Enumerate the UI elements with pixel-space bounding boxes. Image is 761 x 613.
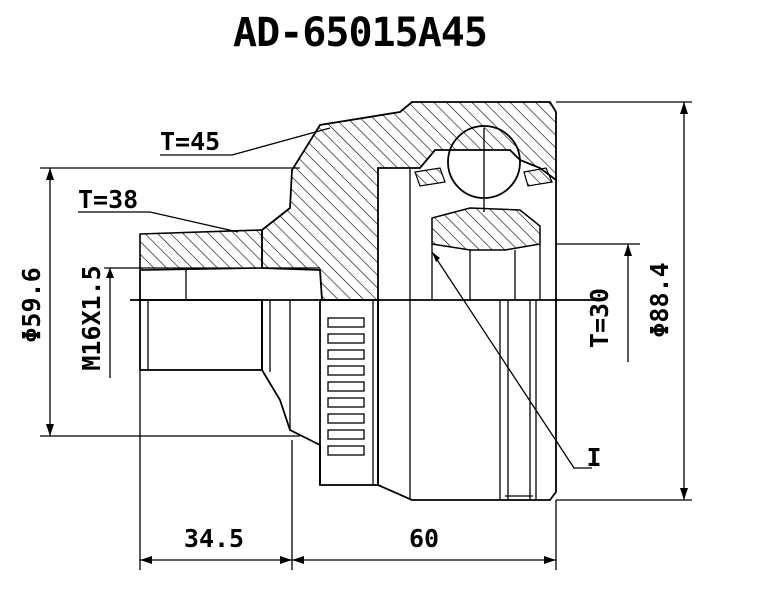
label-t30: T=30 — [585, 288, 614, 348]
label-t45: T=45 — [160, 127, 220, 156]
hatched-section — [139, 101, 557, 301]
abs-ring-teeth — [327, 317, 365, 456]
label-dia-small: Φ59.6 — [17, 267, 46, 342]
part-number-title: AD-65015A45 — [233, 10, 487, 56]
ball — [447, 125, 521, 212]
label-thread: M16X1.5 — [77, 265, 106, 370]
dimensions — [40, 101, 692, 570]
label-ref-i: I — [586, 443, 601, 472]
label-len-bell: 60 — [409, 524, 439, 553]
label-t38: T=38 — [78, 185, 138, 214]
leaders — [78, 127, 592, 469]
label-len-stem: 34.5 — [184, 524, 244, 553]
joint-body — [130, 168, 600, 501]
label-dia-large: Φ88.4 — [645, 262, 674, 337]
